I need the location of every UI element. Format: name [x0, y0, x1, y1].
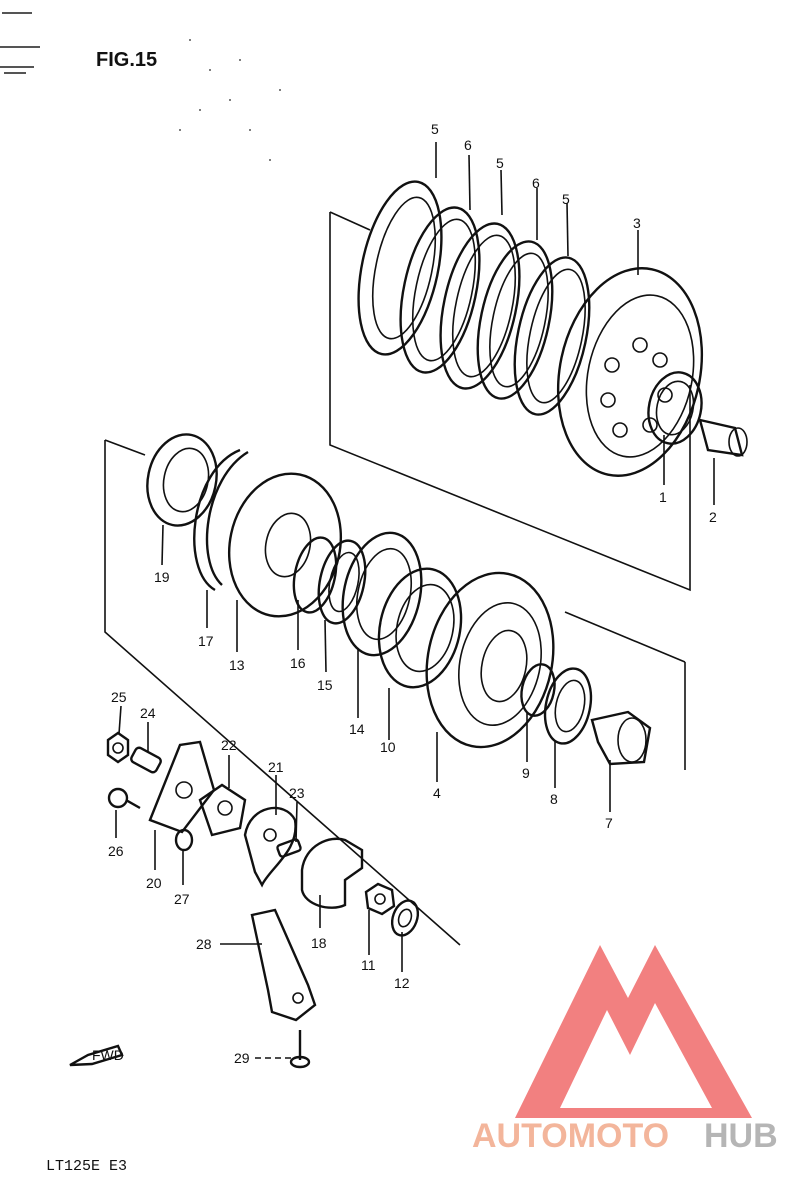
callout-13: 13: [229, 657, 245, 673]
callout-12: 12: [394, 975, 410, 991]
arm-28: [250, 908, 317, 1022]
callout-22: 22: [221, 737, 237, 753]
bearing-19: [146, 433, 218, 527]
callout-21: 21: [268, 759, 284, 775]
bearing-8: [543, 667, 593, 745]
clutch-driven-plate-6b: [476, 240, 554, 400]
drive-plate-14: [341, 531, 423, 657]
lever-18: [300, 837, 364, 909]
callout-24: 24: [140, 705, 156, 721]
model-code: LT125E E3: [46, 1158, 127, 1175]
callout-18: 18: [311, 935, 327, 951]
callout-9: 9: [522, 765, 530, 781]
plate-20: [148, 740, 216, 834]
leader-lines: [115, 142, 715, 1059]
watermark-text-b: HUB: [704, 1117, 778, 1155]
callout-27: 27: [174, 891, 190, 907]
spacer-2: [698, 418, 748, 457]
callout-16: 16: [290, 655, 306, 671]
callout-25: 25: [111, 689, 127, 705]
callout-1: 1: [659, 489, 667, 505]
nut-11: [364, 882, 396, 916]
clutch-drive-plate-5b: [439, 222, 521, 390]
figure-title: FIG.15: [96, 49, 157, 71]
callout-8: 8: [550, 791, 558, 807]
clutch-shoe-10: [377, 567, 463, 689]
starter-plate-13: [227, 472, 343, 618]
bracket-22: [198, 783, 247, 837]
callout-2: 2: [709, 509, 717, 525]
watermark-triangle-icon: [515, 945, 752, 1118]
front-direction-arrow: FWD: [69, 1044, 124, 1067]
callout-6a: 6: [464, 137, 472, 153]
lower-outline-right: [564, 611, 686, 663]
clutch-drive-plate-5c: [513, 256, 591, 416]
sleeve-7: [590, 710, 652, 766]
scan-noise: [0, 12, 281, 161]
callout-6b: 6: [532, 175, 540, 191]
spring-24: [130, 746, 162, 774]
callout-17: 17: [198, 633, 214, 649]
upper-group-outline: [329, 212, 691, 592]
clutch-drive-plate-5a: [357, 180, 443, 356]
washer-16: [292, 536, 338, 614]
callout-20: 20: [146, 875, 162, 891]
bolt-29: [289, 1030, 311, 1069]
clutch-driven-plate-6a: [399, 206, 481, 374]
callout-14: 14: [349, 721, 365, 737]
callout-5b: 5: [496, 155, 504, 171]
callout-11: 11: [361, 957, 376, 973]
callout-23: 23: [289, 785, 305, 801]
needle-bearing-9: [520, 663, 556, 717]
callout-15: 15: [317, 677, 333, 693]
callout-4: 4: [433, 785, 441, 801]
cam-plate-21: [243, 806, 297, 888]
callout-7: 7: [605, 815, 613, 831]
clutch-housing-3: [556, 267, 704, 477]
callout-10: 10: [380, 739, 396, 755]
callout-5a: 5: [431, 121, 439, 137]
bushing-27: [174, 828, 194, 852]
callout-3: 3: [633, 215, 641, 231]
clutch-drum-4: [425, 571, 555, 749]
front-arrow-label: FWD: [92, 1047, 124, 1063]
nut-25: [106, 731, 130, 764]
bolt-26: [107, 787, 141, 810]
watermark-logo: AUTOMOTO HUB: [472, 945, 778, 1155]
upper-outline-corner: [329, 211, 371, 231]
circlip-17: [193, 448, 249, 592]
lower-group-outline: [104, 440, 461, 946]
callout-29: 29: [234, 1050, 250, 1066]
spring-23: [276, 838, 302, 858]
bearing-15: [317, 539, 367, 625]
callout-5c: 5: [562, 191, 570, 207]
washer-12: [390, 899, 420, 937]
lower-outline-top: [104, 439, 146, 456]
watermark-text-a: AUTOMOTO: [472, 1117, 669, 1155]
callout-28: 28: [196, 936, 212, 952]
callout-26: 26: [108, 843, 124, 859]
primary-drive-gear-1: [647, 371, 703, 445]
callout-labels: 5 6 5 6 5 3 1 2 19 17 13 16 15 14 10 4 9…: [108, 121, 717, 1066]
callout-19: 19: [154, 569, 170, 585]
